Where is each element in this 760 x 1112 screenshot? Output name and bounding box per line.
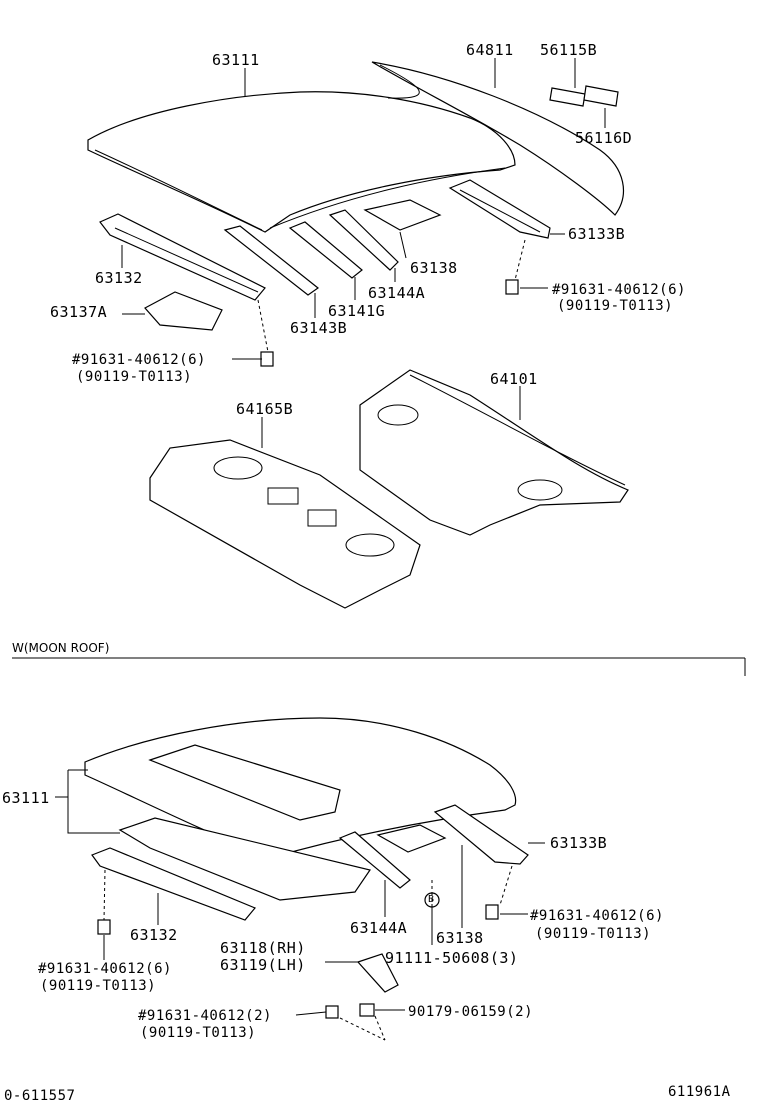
label-moonroof-front-rail: 63132 — [130, 926, 178, 944]
label-screw: 91111-50608(3) — [385, 949, 519, 967]
label-back-window: 64811 — [466, 41, 514, 59]
label-clip-left-top-2: (90119-T0113) — [76, 369, 193, 385]
roof-bow-63141g — [288, 221, 363, 279]
label-nut: 90179-06159(2) — [408, 1004, 534, 1020]
bracket-63137a — [144, 291, 223, 331]
roof-bow-63144a — [328, 209, 399, 271]
label-hinge-rh: 63118(RH) — [220, 939, 306, 957]
rear-rail — [448, 179, 551, 239]
roof-bow-63143b — [223, 225, 320, 296]
footer-left-code: 0-611557 — [4, 1088, 76, 1104]
label-moonroof-bracket: 63138 — [436, 929, 484, 947]
clip-left-top — [260, 351, 274, 367]
label-emblem-56115b: 56115B — [540, 41, 598, 59]
label-moonroof-rear-rail: 63133B — [550, 834, 608, 852]
label-bracket-63138: 63138 — [410, 259, 458, 277]
section-title-moonroof: W(MOON ROOF) — [12, 641, 110, 655]
front-rail — [99, 213, 266, 301]
label-front-rail: 63132 — [95, 269, 143, 287]
label-clip-right-top-1: #91631-40612(6) — [552, 282, 686, 298]
label-bracket-63137a: 63137A — [50, 303, 108, 321]
moonroof-frame — [118, 817, 371, 901]
label-roof-panel: 63111 — [212, 51, 260, 69]
sunroof-hinge — [356, 953, 399, 993]
sunroof-opening — [148, 744, 341, 821]
emblem-56115b — [549, 87, 586, 107]
label-moonroof-roof-panel: 63111 — [2, 789, 50, 807]
package-tray — [359, 369, 629, 536]
label-clip-bottom-center-2: (90119-T0113) — [140, 1025, 257, 1041]
clip-right-top — [505, 279, 519, 295]
label-moonroof-bow: 63144A — [350, 919, 408, 937]
label-clip-right-top-2: (90119-T0113) — [557, 298, 674, 314]
moonroof-front-rail — [91, 847, 256, 921]
label-clip-bottom-left-2: (90119-T0113) — [40, 978, 157, 994]
shelf-panel — [149, 439, 421, 609]
label-bow-63144a: 63144A — [368, 284, 426, 302]
label-clip-bottom-right-1: #91631-40612(6) — [530, 908, 664, 924]
label-bow-63141g: 63141G — [328, 302, 386, 320]
label-bow-63143b: 63143B — [290, 319, 348, 337]
roof-panel — [87, 91, 516, 233]
moonroof-rear-rail — [433, 804, 529, 865]
nut-bottom — [359, 1003, 375, 1017]
back-window — [371, 61, 624, 216]
clip-bottom-left — [97, 919, 111, 935]
label-clip-bottom-left-1: #91631-40612(6) — [38, 961, 172, 977]
footer-right-code: 611961A — [668, 1084, 731, 1100]
bracket-63138 — [363, 199, 442, 231]
clip-bottom-center — [325, 1005, 339, 1019]
label-clip-bottom-center-1: #91631-40612(2) — [138, 1008, 272, 1024]
label-hinge-lh: 63119(LH) — [220, 956, 306, 974]
clip-bottom-right — [485, 904, 499, 920]
moonroof-bracket — [376, 824, 447, 853]
emblem-56116d — [583, 85, 619, 107]
label-package-tray: 64101 — [490, 370, 538, 388]
label-rear-rail: 63133B — [568, 225, 626, 243]
moonroof-bow — [338, 831, 411, 889]
label-clip-left-top-1: #91631-40612(6) — [72, 352, 206, 368]
label-emblem-56116d: 56116D — [575, 129, 633, 147]
circle-b-marker: B — [428, 894, 435, 905]
label-clip-bottom-right-2: (90119-T0113) — [535, 926, 652, 942]
label-shelf-panel: 64165B — [236, 400, 294, 418]
